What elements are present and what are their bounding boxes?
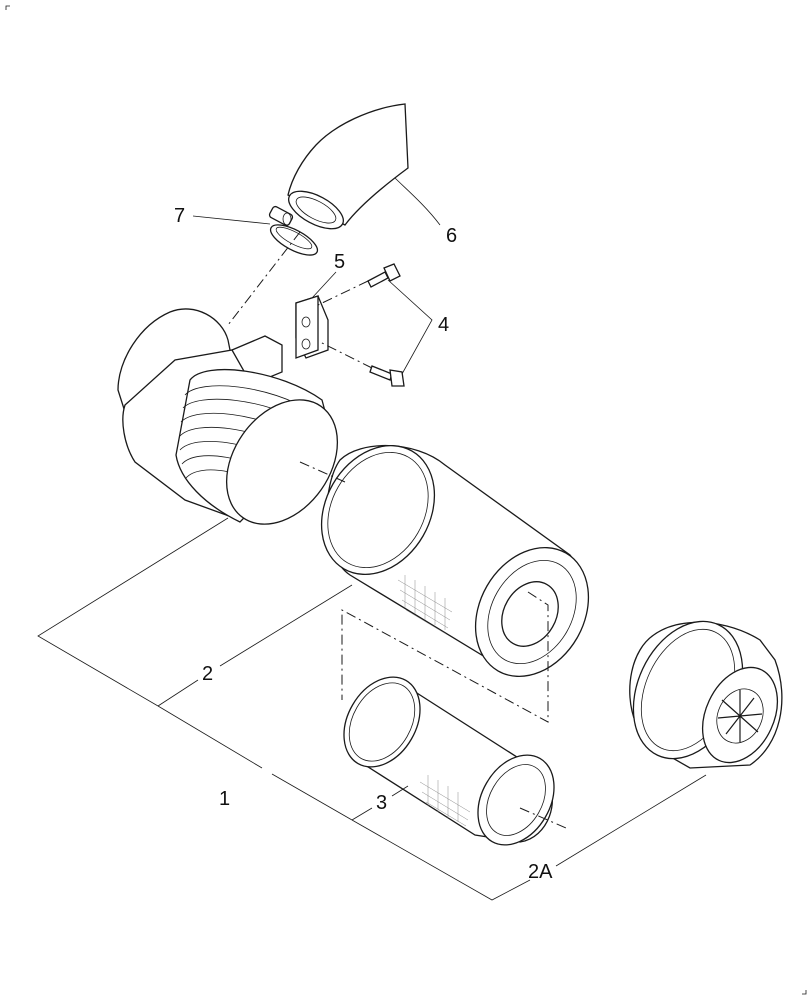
secondary-filter-element-part [343, 676, 555, 846]
air-cleaner-housing-part [117, 308, 339, 525]
callout-1: 1 [219, 788, 230, 810]
bolt-upper-part [367, 263, 401, 288]
callout-7: 7 [174, 205, 185, 227]
primary-filter-element-part [320, 444, 590, 678]
callout-4: 4 [438, 314, 449, 336]
bolt-lower-part [369, 365, 405, 387]
mounting-bracket-part [295, 295, 329, 359]
assembly-center-lines [227, 231, 567, 829]
intake-hose-part [287, 103, 409, 230]
callout-6: 6 [446, 225, 457, 247]
end-cover-part [629, 620, 783, 769]
callout-2a: 2A [528, 861, 553, 883]
callout-5: 5 [334, 251, 345, 273]
leader-lines [37, 177, 707, 901]
vacuator-valve-icon [716, 688, 764, 744]
callout-2: 2 [202, 663, 213, 685]
callout-labels: 7 6 5 4 2 1 3 2A [174, 205, 553, 883]
callout-3: 3 [376, 792, 387, 814]
crop-marks [5, 5, 807, 995]
